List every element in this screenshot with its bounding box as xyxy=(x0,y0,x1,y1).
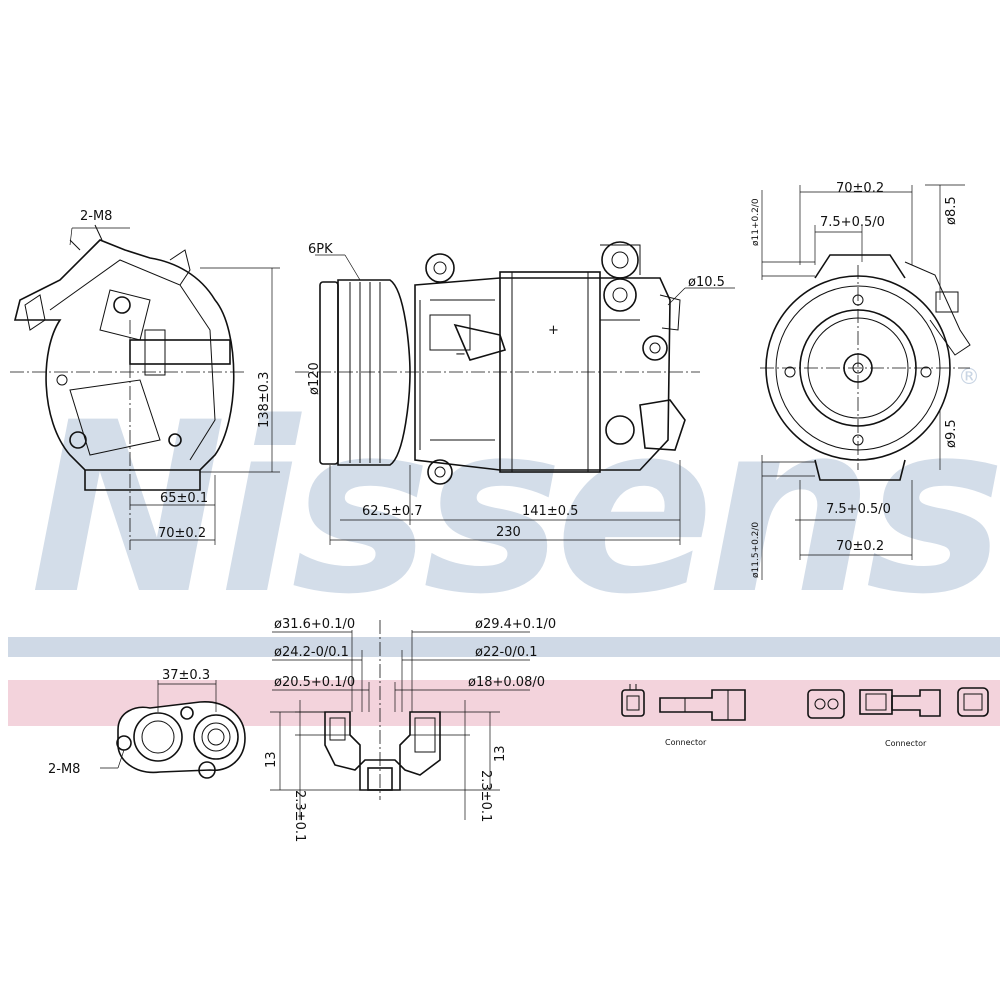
sec-d22: ø22-0/0.1 xyxy=(475,645,538,660)
watermark-layer: Nissens ® xyxy=(30,365,1000,646)
port-view: 37±0.3 2-M8 xyxy=(48,668,246,779)
left-dim-138: 138±0.3 xyxy=(257,372,272,428)
side-dia-10-5: ø10.5 xyxy=(688,275,725,290)
side-dim-141: 141±0.5 xyxy=(522,504,578,519)
side-dia-120: ø120 xyxy=(307,362,322,395)
sec-h2-3-left: 2.3±0.1 xyxy=(292,790,307,842)
sec-d29-4: ø29.4+0.1/0 xyxy=(475,617,556,632)
port-dim-37: 37±0.3 xyxy=(162,668,210,683)
sec-h2-3-right: 2.3±0.1 xyxy=(478,770,493,822)
registered-mark: ® xyxy=(958,365,980,390)
connector-2: Connector xyxy=(807,687,989,748)
right-dim-7-5-top: 7.5+0.5/0 xyxy=(820,215,885,230)
side-dim-230: 230 xyxy=(496,525,521,540)
minus-mark: − xyxy=(455,347,466,362)
brand-watermark: Nissens xyxy=(30,373,998,646)
right-dim-7-5-bottom: 7.5+0.5/0 xyxy=(826,502,891,517)
connector-1-label: Connector xyxy=(665,738,707,747)
blue-band xyxy=(8,637,1000,657)
belt-label: 6PK xyxy=(308,242,333,257)
sec-d18: ø18+0.08/0 xyxy=(468,675,545,690)
right-dim-11-top: ø11+0.2/0 xyxy=(751,198,761,246)
side-dim-62-5: 62.5±0.7 xyxy=(362,504,423,519)
section-view: ø31.6+0.1/0 ø24.2-0/0.1 ø20.5+0.1/0 ø29.… xyxy=(264,617,556,842)
connector-2-label: Connector xyxy=(885,739,927,748)
sec-h13-left: 13 xyxy=(264,751,279,768)
right-view: 70±0.2 7.5+0.5/0 ø11+0.2/0 ø8.5 ø9.5 7.5… xyxy=(751,181,971,580)
left-view: 2-M8 65±0.1 70±0.2 138±0.3 xyxy=(10,209,280,550)
left-dim-65: 65±0.1 xyxy=(160,491,208,506)
left-dim-70: 70±0.2 xyxy=(158,526,206,541)
port-thread-label: 2-M8 xyxy=(48,762,80,777)
sec-h13-right: 13 xyxy=(493,745,508,762)
connector-1: Connector xyxy=(621,684,746,747)
sec-d20-5: ø20.5+0.1/0 xyxy=(274,675,355,690)
side-view: + − 6PK ø120 ø10.5 62.5±0.7 141±0.5 230 xyxy=(295,241,735,545)
right-dim-70-top: 70±0.2 xyxy=(836,181,884,196)
plus-mark: + xyxy=(548,323,559,338)
right-dim-70-bottom: 70±0.2 xyxy=(836,539,884,554)
right-dim-9-5: ø9.5 xyxy=(944,419,959,448)
left-thread-label: 2-M8 xyxy=(80,209,112,224)
sec-d31-6: ø31.6+0.1/0 xyxy=(274,617,355,632)
right-dim-11-5: ø11.5+0.2/0 xyxy=(751,522,761,578)
sec-d24-2: ø24.2-0/0.1 xyxy=(274,645,349,660)
right-dim-8-5: ø8.5 xyxy=(944,196,959,225)
